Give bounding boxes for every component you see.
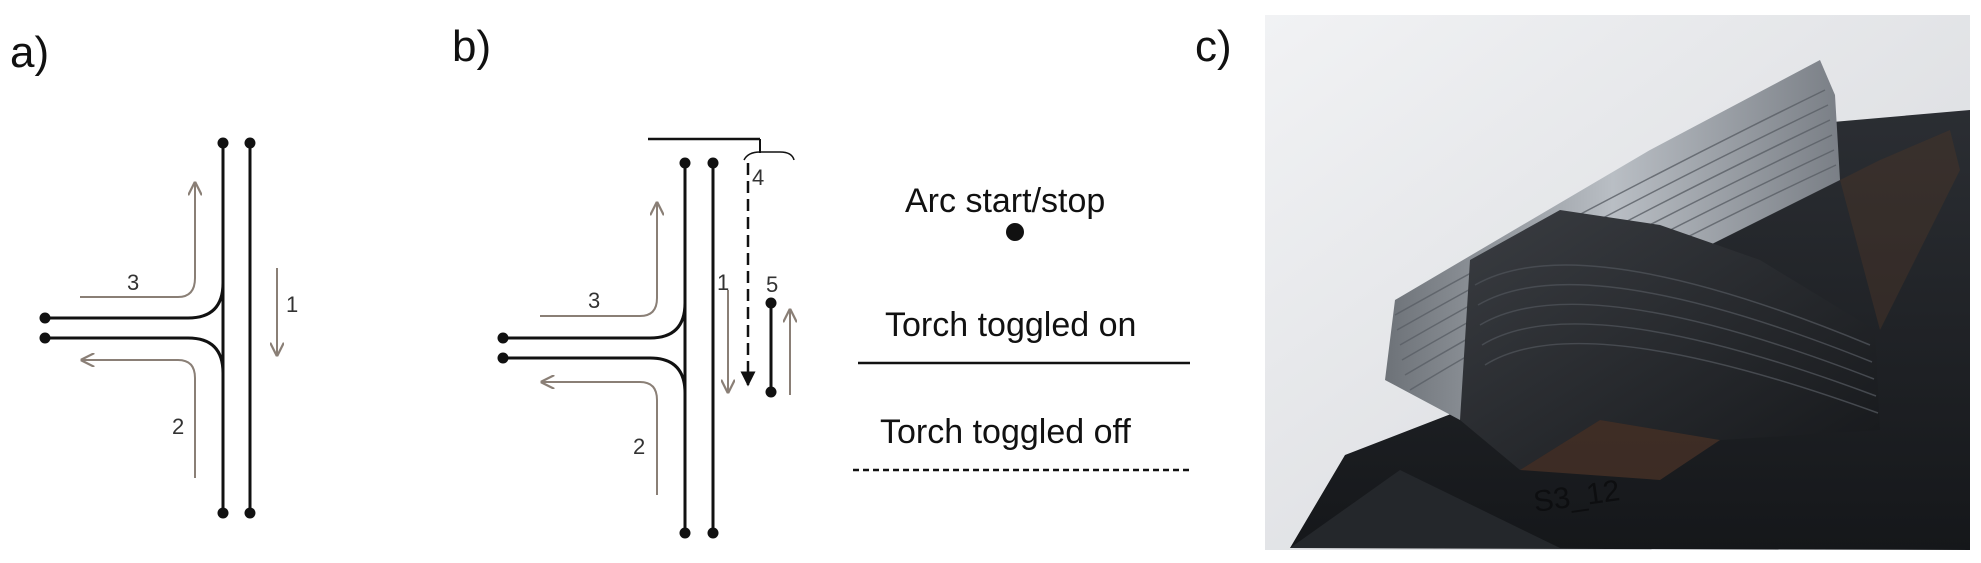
panel-a-branch-upper xyxy=(45,282,225,320)
legend xyxy=(853,223,1190,472)
panel-b-path-number: 5 xyxy=(766,272,778,297)
panel-a-path-number: 3 xyxy=(127,270,139,295)
arc-dot xyxy=(497,352,509,364)
panel-a-branch-lower xyxy=(45,336,225,374)
arc-dot xyxy=(217,507,229,519)
panel-b-arrow-3 xyxy=(540,203,657,317)
weld-wall-branch xyxy=(1460,210,1880,470)
panel-a-diagram: 3 2 1 xyxy=(39,137,298,519)
arc-dot xyxy=(39,332,51,344)
panel-label-b: b) xyxy=(452,22,492,71)
panel-b-branch-lower xyxy=(503,356,687,394)
panel-b-path-number: 1 xyxy=(717,270,729,295)
panel-b-brace-4 xyxy=(743,151,795,161)
panel-label-a: a) xyxy=(10,28,50,77)
legend-arc-start-stop: Arc start/stop xyxy=(905,182,1106,220)
legend-torch-on: Torch toggled on xyxy=(885,306,1137,344)
arc-dot xyxy=(217,137,229,149)
panel-a-arrow-2 xyxy=(82,360,196,478)
panel-label-c: c) xyxy=(1195,22,1232,71)
arc-dot xyxy=(497,332,509,344)
legend-torch-off: Torch toggled off xyxy=(880,413,1131,451)
panel-b-path-number: 3 xyxy=(588,288,600,313)
panel-a-arrow-3 xyxy=(80,183,195,298)
arc-dot xyxy=(765,386,777,398)
panel-b-arrow-2 xyxy=(542,382,658,495)
panel-b-path-number: 2 xyxy=(633,434,645,459)
panel-b-branch-upper xyxy=(503,302,687,340)
arc-dot xyxy=(679,527,691,539)
arc-dot xyxy=(765,297,777,309)
panel-a-path-number: 1 xyxy=(286,292,298,317)
panel-b-path-number: 4 xyxy=(752,165,764,190)
arc-dot xyxy=(244,507,256,519)
arc-dot xyxy=(707,527,719,539)
arc-dot xyxy=(707,157,719,169)
arc-dot xyxy=(39,312,51,324)
panel-a-path-number: 2 xyxy=(172,414,184,439)
panel-c-photo: S3_12 xyxy=(1265,15,1970,550)
arc-dot xyxy=(244,137,256,149)
panel-b-diagram: 3 2 1 4 5 xyxy=(497,137,795,539)
arc-dot xyxy=(679,157,691,169)
legend-arc-dot xyxy=(1006,223,1024,241)
